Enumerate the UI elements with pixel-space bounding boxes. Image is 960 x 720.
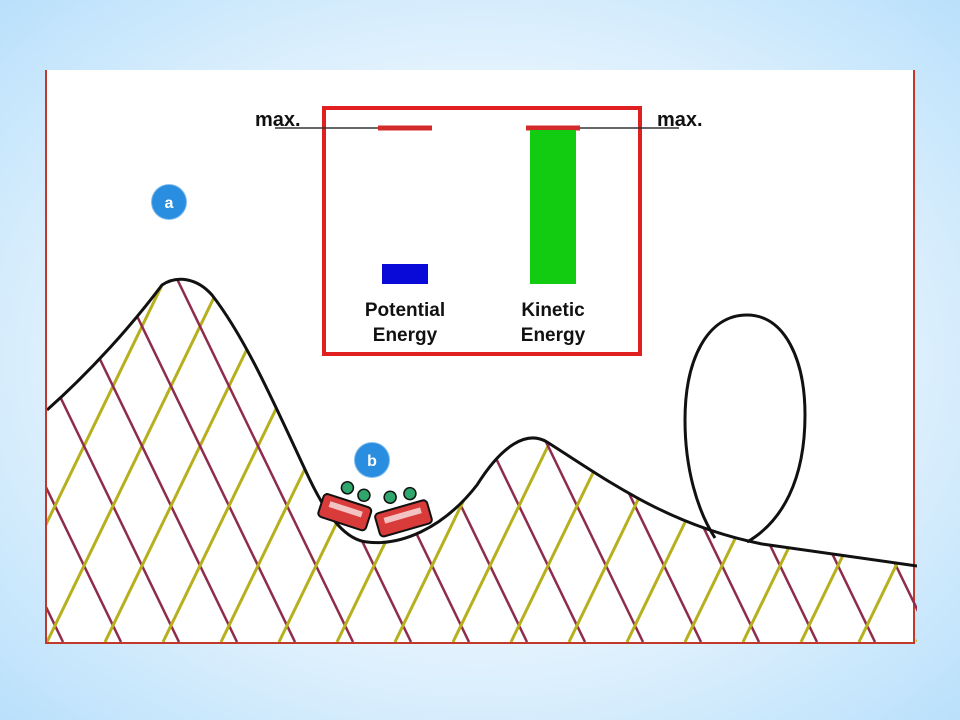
rider-icon (357, 488, 371, 503)
potential-energy-bar (382, 264, 428, 284)
support-beam (857, 279, 917, 642)
diagram-frame: a b max. max. Potential Energy Kinetic E… (45, 70, 917, 644)
marker-b-label: b (367, 453, 377, 470)
support-beam (47, 279, 181, 642)
roller-coaster-car-icon (374, 486, 433, 538)
point-marker-b: b (353, 441, 391, 479)
kinetic-energy-bar (530, 130, 576, 284)
roller-coaster-car-icon (317, 481, 373, 532)
rider-icon (383, 490, 397, 504)
potential-label-line2: Energy (373, 325, 438, 346)
support-beam (799, 279, 917, 642)
support-beam (161, 279, 355, 642)
rider-icon (403, 486, 417, 501)
kinetic-label-line1: Kinetic (521, 300, 585, 321)
energy-meter: max. max. Potential Energy Kinetic Energ… (255, 106, 703, 356)
support-beam (799, 279, 917, 642)
kinetic-label-line2: Energy (521, 325, 586, 346)
roller-coaster-diagram: a b max. max. Potential Energy Kinetic E… (47, 106, 917, 642)
rider-icon (340, 481, 355, 495)
support-beam (47, 279, 123, 642)
support-beam (47, 279, 65, 642)
marker-a-label: a (165, 195, 174, 212)
energy-meter-box (322, 106, 642, 356)
track-loop (683, 313, 807, 544)
support-beam (47, 279, 65, 642)
potential-label-line1: Potential (365, 300, 445, 321)
support-beam (47, 279, 181, 642)
max-label-left: max. (255, 109, 301, 131)
roller-coaster-track (47, 277, 917, 568)
point-marker-a: a (150, 183, 188, 221)
max-label-right: max. (657, 109, 703, 131)
